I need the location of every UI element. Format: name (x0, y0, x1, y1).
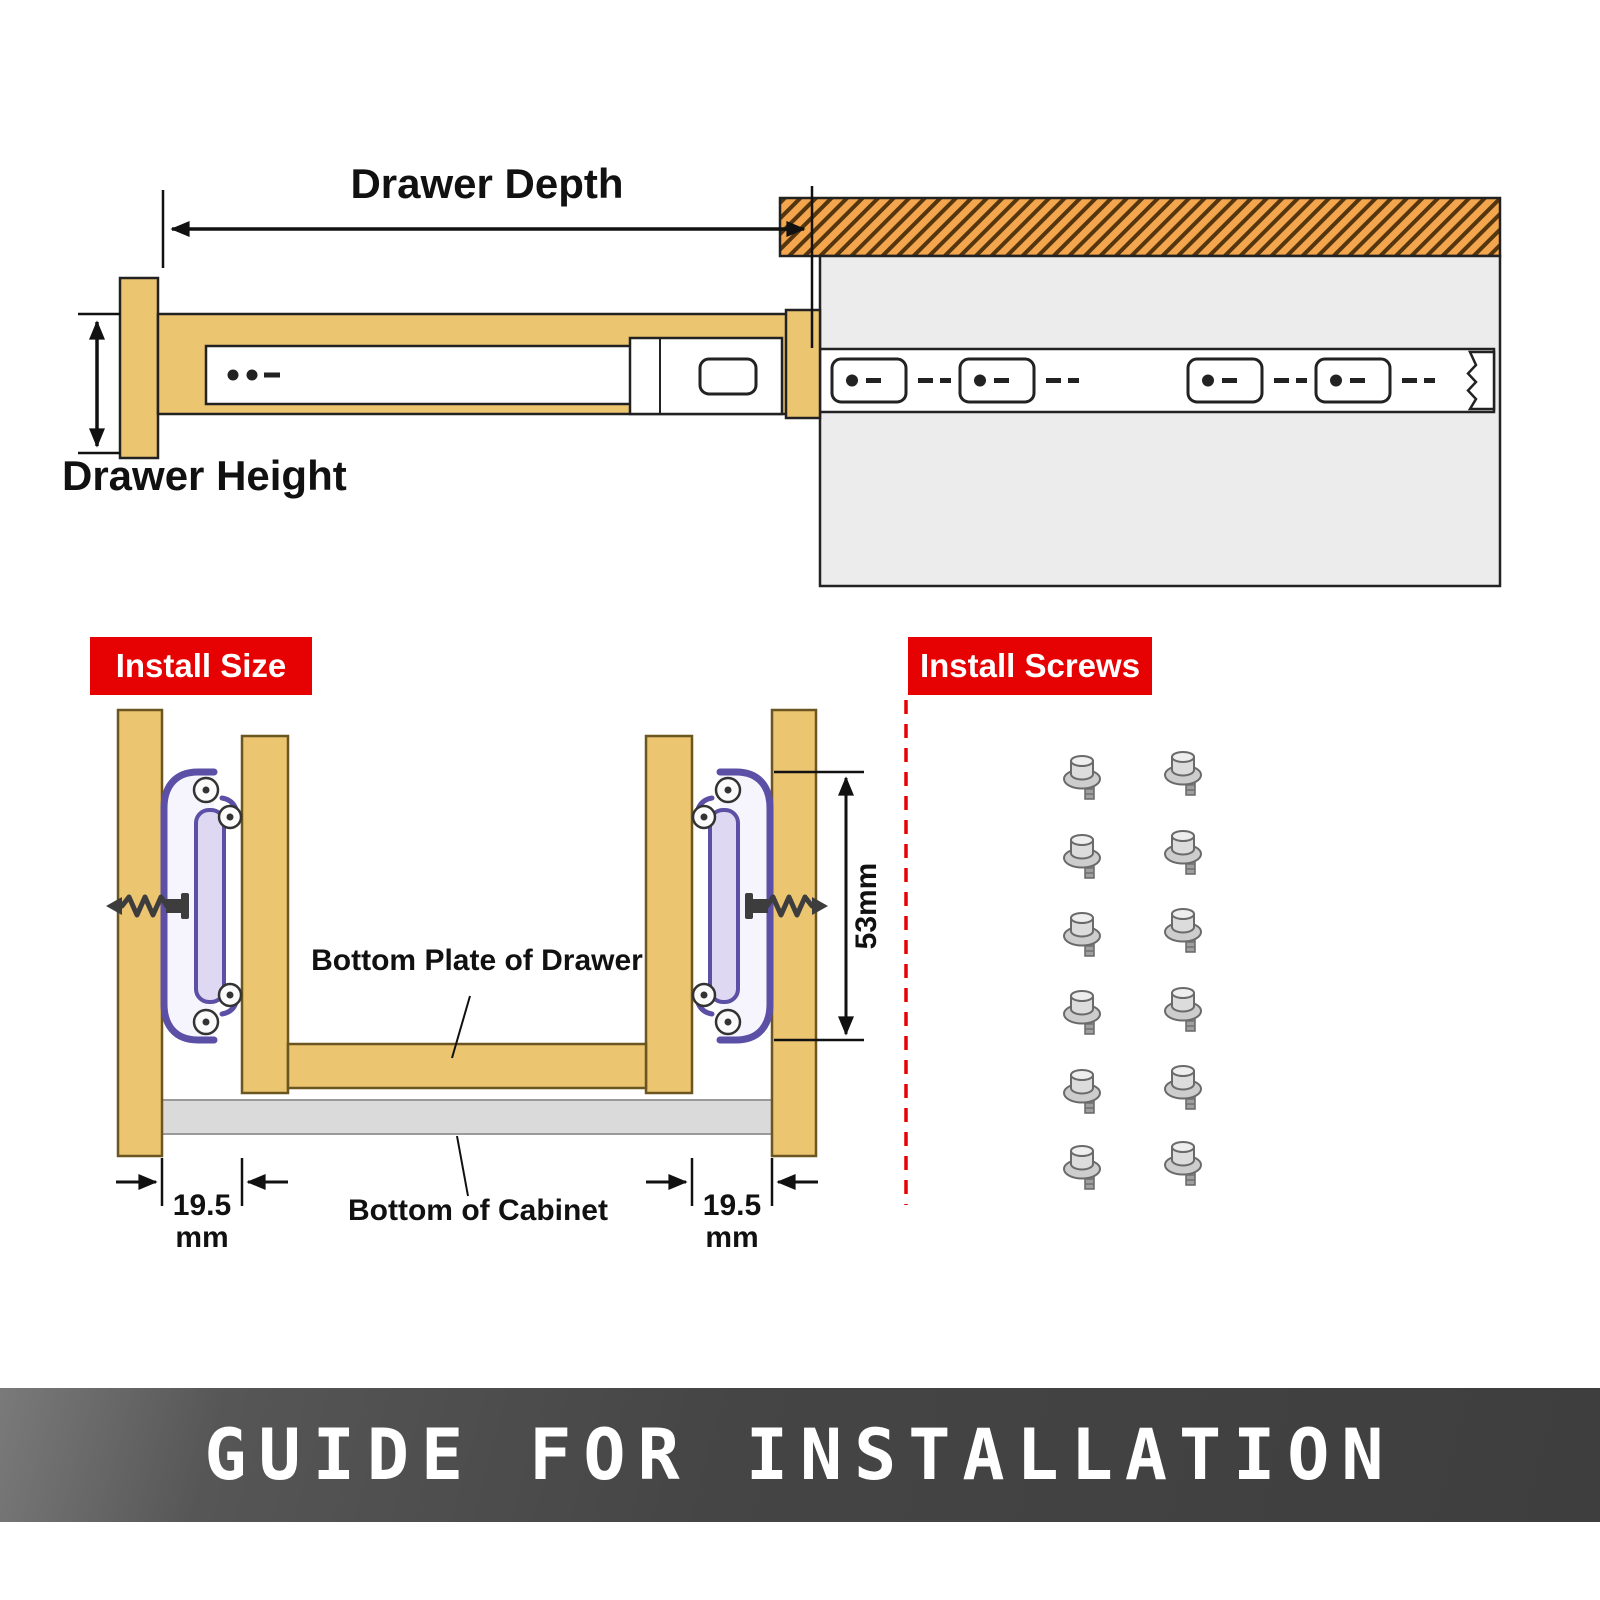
dim-right-offset (646, 1158, 818, 1206)
left-offset-unit: mm (175, 1221, 229, 1255)
right-offset-value: 19.5 (702, 1189, 762, 1222)
screws-grid (1063, 751, 1202, 1190)
slide-latch-window (698, 357, 758, 396)
drawer-height-label: Drawer Height (62, 452, 347, 499)
screw-icon (1164, 830, 1202, 875)
screw-icon (1063, 834, 1101, 879)
dim-53mm (774, 770, 864, 1042)
slide-height-dim-label: 53mm (850, 862, 883, 950)
left-offset-value: 19.5 (172, 1189, 232, 1222)
side-view-diagram (78, 186, 1502, 588)
footer-title: GUIDE FOR INSTALLATION (204, 1414, 1396, 1496)
screw-icon (1063, 990, 1101, 1035)
drawer-depth-dimension (161, 186, 814, 348)
slide-assembly-right (646, 710, 828, 1156)
screw-icon (1164, 987, 1202, 1032)
install-size-title: Install Size (90, 637, 312, 695)
drawer-bottom-plate (286, 1042, 648, 1090)
drawer-height-dimension (78, 312, 120, 455)
bottom-plate-leader-line (451, 995, 471, 1059)
slide-assembly-left (106, 710, 288, 1156)
bottom-cabinet-label: Bottom of Cabinet (348, 1194, 608, 1227)
screw-icon (1164, 751, 1202, 796)
install-size-diagram (106, 710, 864, 1206)
install-screws-title: Install Screws (908, 637, 1152, 695)
screw-icon (1063, 1069, 1101, 1114)
screw-icon (1063, 912, 1101, 957)
screw-icon (1063, 1145, 1101, 1190)
right-offset-label: 19.5 mm (677, 1189, 787, 1255)
drawer-depth-label: Drawer Depth (350, 160, 624, 207)
cabinet-face-strip (784, 308, 822, 420)
right-offset-unit: mm (705, 1221, 759, 1255)
slide-end-cap (1466, 350, 1496, 411)
dim-left-offset (116, 1158, 288, 1206)
screw-icon (1164, 1065, 1202, 1110)
cabinet-body (818, 254, 1502, 588)
screw-icon (1164, 1141, 1202, 1186)
left-offset-label: 19.5 mm (147, 1189, 257, 1255)
bottom-cabinet-leader-line (456, 1135, 469, 1197)
cabinet-bottom-board (161, 1099, 775, 1135)
bottom-plate-label: Bottom Plate of Drawer (311, 944, 643, 977)
screw-icon (1063, 755, 1101, 800)
screw-icon (1164, 908, 1202, 953)
drawer-front-panel (118, 276, 160, 460)
hatched-wood-top (778, 196, 1502, 258)
footer-banner: GUIDE FOR INSTALLATION (0, 1388, 1600, 1522)
